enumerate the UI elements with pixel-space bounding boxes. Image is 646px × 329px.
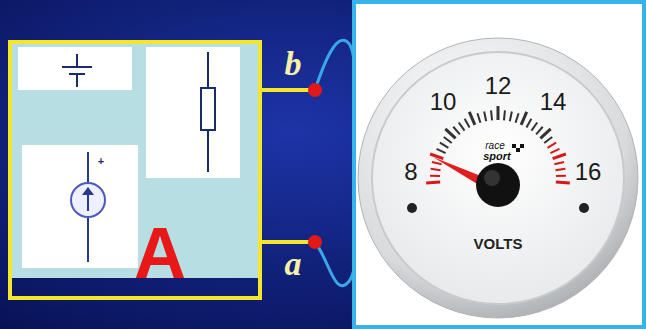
gauge-tick [555, 169, 565, 170]
gauge-tick [465, 119, 470, 128]
gauge-face [372, 52, 624, 304]
gauge-tick [445, 129, 455, 139]
gauge-tick [469, 112, 475, 125]
terminal-label: b [285, 45, 302, 83]
symbol-panel [22, 145, 138, 268]
gauge-tick [526, 119, 531, 128]
gauge-tick [516, 113, 519, 123]
gauge-tick [536, 127, 543, 135]
gauge-tick [504, 110, 505, 120]
photo-panel [354, 2, 644, 327]
gauge-tick [544, 137, 552, 143]
polarity-sign: + [98, 155, 104, 167]
gauge-tick [550, 149, 559, 153]
scale-number: 10 [430, 88, 457, 116]
gauge-tick [477, 113, 480, 123]
box-letter: A [134, 212, 186, 294]
gauge-tick [521, 112, 527, 125]
gauge-tick [444, 137, 452, 143]
gauge-tick [459, 122, 465, 130]
gauge-tick [484, 111, 486, 121]
gauge-tick [491, 110, 492, 120]
gauge-hub [476, 163, 520, 207]
gauge-tick [440, 143, 449, 148]
probe-wire [315, 40, 354, 285]
gauge-screw [407, 203, 417, 213]
gauge-tick [437, 149, 446, 153]
gauge-tick [531, 122, 537, 130]
symbol-panel [146, 47, 240, 178]
brand-logo: race [485, 140, 504, 151]
gauge-tick [430, 175, 440, 177]
gauge-hub-shine [484, 170, 500, 186]
gauge-tick [431, 169, 441, 170]
symbol-panel [18, 47, 132, 90]
unit-label: VOLTS [474, 235, 523, 252]
gauge-bezel [358, 38, 638, 318]
gauge-screw [579, 203, 589, 213]
gauge-tick [540, 129, 550, 139]
current-source-symbol [71, 152, 105, 262]
terminal-dot [308, 83, 322, 97]
gauge-tick [426, 181, 440, 185]
gauge-tick [554, 162, 564, 164]
scale-number: 8 [404, 158, 417, 186]
terminal-wire [262, 90, 315, 242]
gauge-tick [556, 181, 570, 185]
battery-symbol [62, 54, 92, 87]
flag-icon [512, 144, 524, 152]
terminal-label: a [285, 245, 302, 283]
gauge-tick [548, 143, 557, 148]
scale-number: 16 [575, 158, 602, 186]
terminal-dot [308, 235, 322, 249]
gauge-tick [553, 154, 566, 159]
gauge-tick [510, 111, 512, 121]
gauge-tick [556, 175, 566, 177]
gauge-tick [430, 154, 443, 159]
gauge-tick [432, 162, 442, 164]
circuit-box: A [8, 40, 262, 300]
scale-number: 12 [485, 72, 512, 100]
brand-logo: sport [483, 150, 511, 162]
gauge-tick [453, 127, 460, 135]
resistor-symbol [201, 52, 215, 172]
scale-number: 14 [540, 88, 567, 116]
gauge-tick [497, 106, 500, 120]
